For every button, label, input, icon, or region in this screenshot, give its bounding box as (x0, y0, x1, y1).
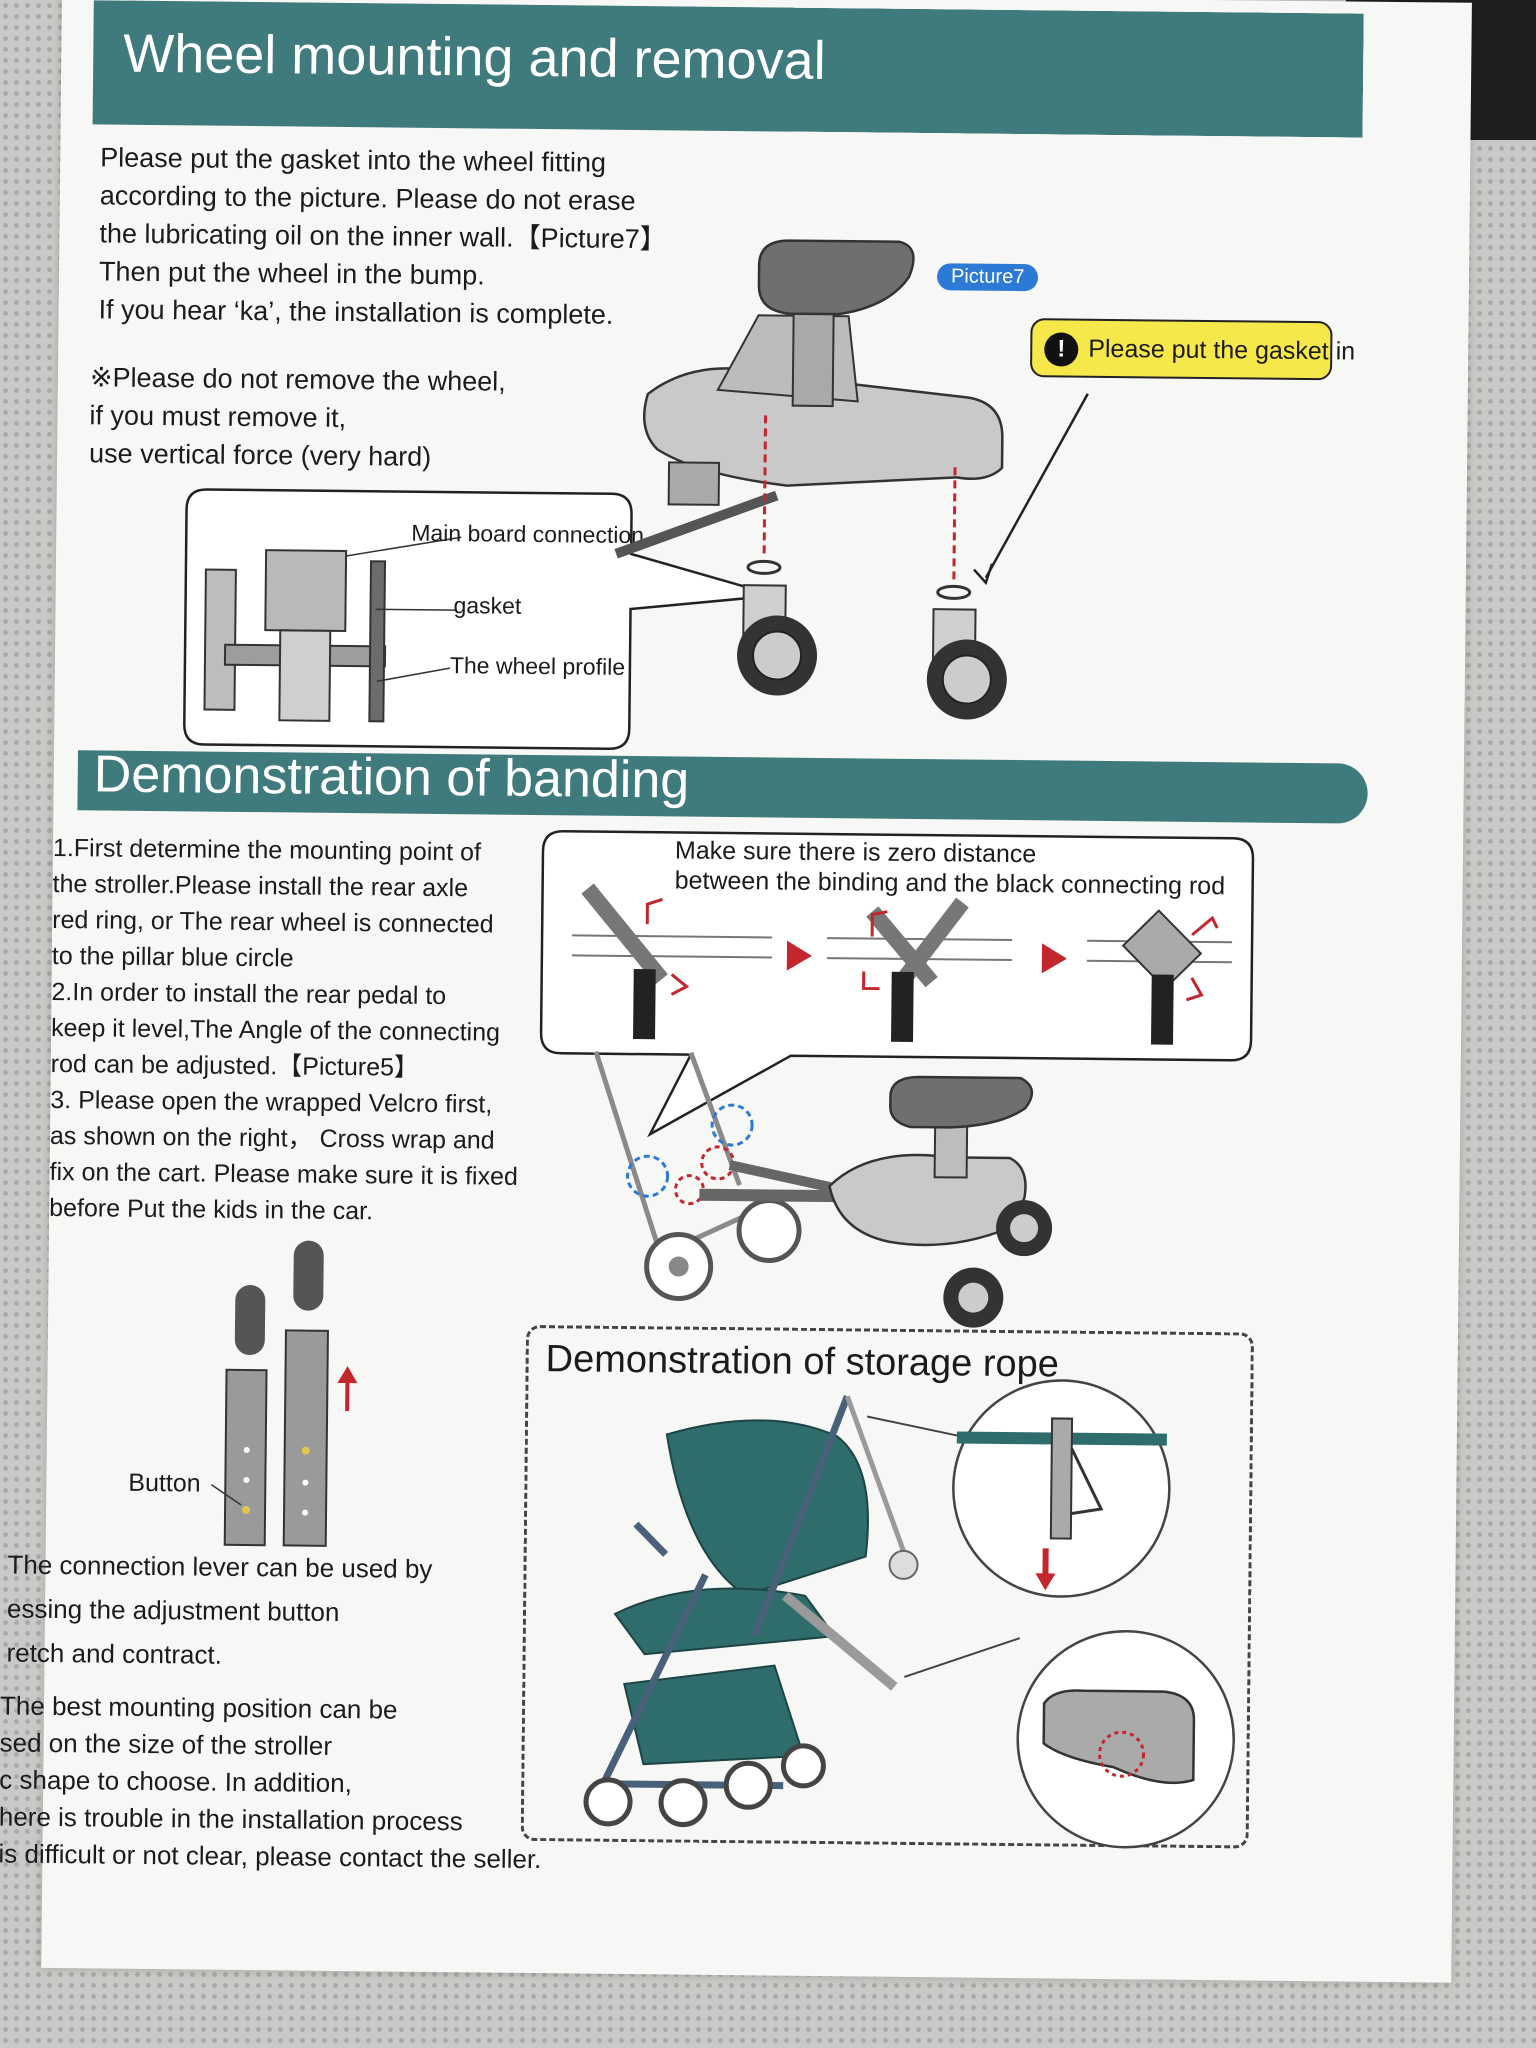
wheel-intro-text: Please put the gasket into the wheel fit… (98, 142, 667, 330)
label-gasket: gasket (453, 592, 522, 619)
step-2-line-3: rod can be adjusted.【Picture5】 (50, 1049, 420, 1082)
label-main-board-connection: Main board connection (411, 519, 645, 549)
section-banner-wheel-tab: Wheel mounting and removal (92, 0, 826, 132)
storage-rope-title: Demonstration of storage rope (545, 1338, 1060, 1386)
step-1-line-1: 1.First determine the mounting point of (52, 833, 482, 867)
section-banner-banding: Demonstration of banding (77, 745, 1368, 824)
label-wheel-profile: The wheel profile (449, 652, 626, 680)
picture7-badge: Picture7 (936, 263, 1039, 292)
exclamation-icon: ! (1044, 332, 1079, 367)
step-2-line-2: keep it level,The Angle of the connectin… (50, 1013, 501, 1047)
step-3-line-3: fix on the cart. Please make sure it is … (49, 1157, 518, 1191)
banding-steps: 1.First determine the mounting point of … (49, 830, 521, 1231)
instruction-sheet: Wheel mounting and removal Please put th… (0, 0, 1472, 1983)
mounting-position-text: The best mounting position can be sed on… (0, 1690, 542, 1875)
banding-note-line-1: Make sure there is zero distance (674, 836, 1037, 869)
step-1-line-4: to the pillar blue circle (51, 941, 294, 973)
lever-text: The connection lever can be used by essi… (6, 1549, 433, 1670)
gasket-callout: ! Please put the gasket in (1029, 318, 1355, 381)
step-3-line-2: as shown on the right， Cross wrap and (49, 1121, 495, 1155)
step-1-line-3: red ring, or The rear wheel is connected (52, 905, 494, 939)
button-label: Button (128, 1468, 201, 1498)
step-3-line-1: 3. Please open the wrapped Velcro first, (50, 1085, 493, 1119)
step-2-line-1: 2.In order to install the rear pedal to (51, 977, 447, 1011)
section-title-wheel: Wheel mounting and removal (123, 23, 826, 91)
step-1-line-2: the stroller.Please install the rear axl… (52, 869, 469, 903)
section-title-banding: Demonstration of banding (93, 745, 690, 810)
banding-note-line-2: between the binding and the black connec… (674, 866, 1226, 901)
wheel-warning-text: ※Please do not remove the wheel, if you … (88, 362, 506, 472)
step-3-line-4: before Put the kids in the car. (49, 1193, 374, 1226)
